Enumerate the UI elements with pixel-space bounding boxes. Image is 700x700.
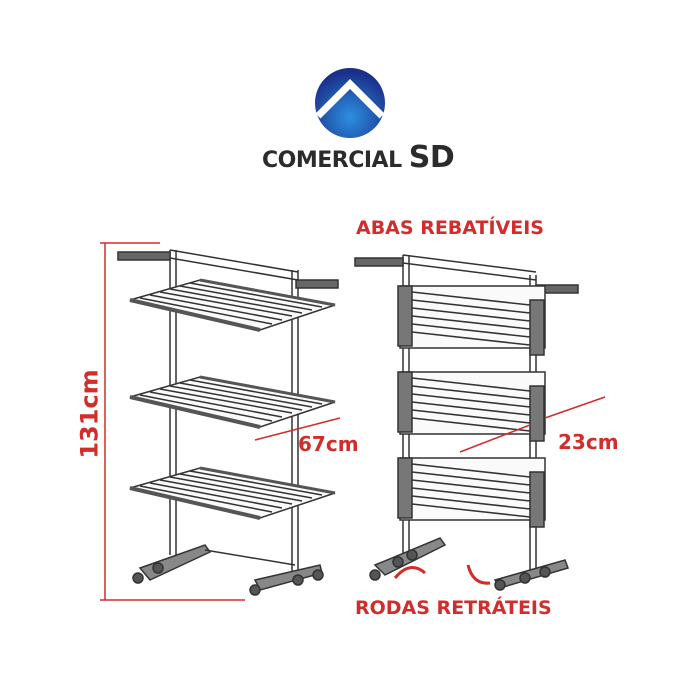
brand-suffix: SD — [408, 140, 455, 175]
depth-label: 23cm — [558, 430, 619, 454]
dimension-lines — [100, 242, 606, 601]
flaps-label: ABAS REBATÍVEIS — [356, 217, 544, 239]
wheels-label: RODAS RETRÁTEIS — [355, 597, 552, 619]
brand-logo: COMERCIAL SD — [262, 140, 455, 175]
logo-icon — [315, 68, 385, 138]
right-rack — [354, 254, 579, 591]
width-label: 67cm — [298, 432, 359, 456]
height-label: 131cm — [75, 369, 104, 459]
brand-name: COMERCIAL — [262, 148, 402, 173]
left-rack — [117, 249, 339, 596]
